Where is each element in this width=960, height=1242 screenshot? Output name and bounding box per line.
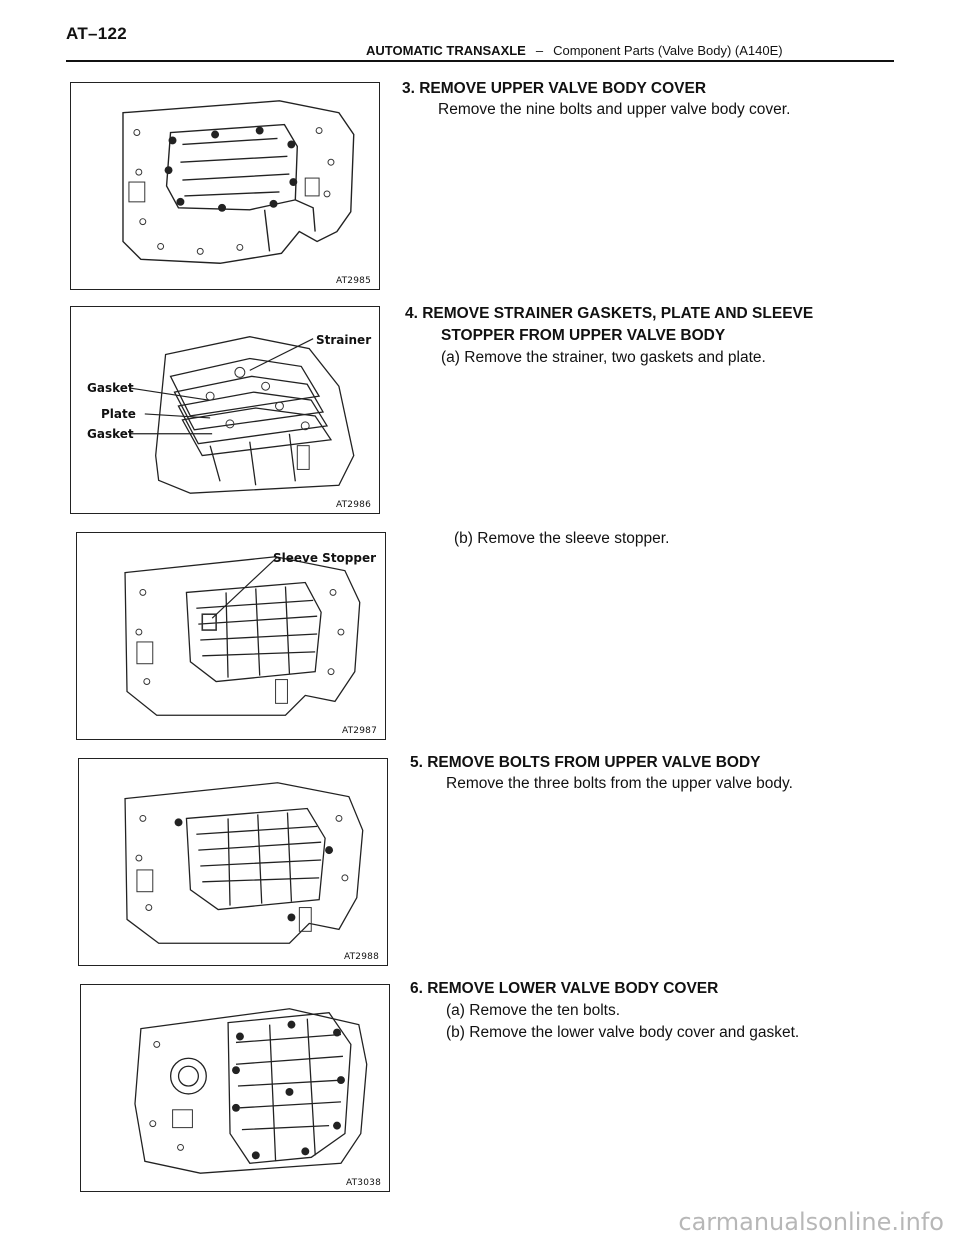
step-3-instruction: Remove the nine bolts and upper valve bo…	[438, 101, 791, 118]
step-4a-instruction: (a) Remove the strainer, two gaskets and…	[441, 349, 766, 366]
callout-strainer: Strainer	[316, 333, 372, 347]
step-4b-instruction: (b) Remove the sleeve stopper.	[454, 530, 670, 547]
callout-plate: Plate	[101, 407, 136, 421]
header-separator: –	[535, 43, 544, 58]
valve-body-bolts-illustration	[124, 782, 364, 944]
valve-body-exploded-illustration	[130, 336, 355, 494]
figure-code: AT2988	[343, 952, 379, 962]
valve-body-illustration-1	[122, 100, 355, 264]
figure-upper-valve-body-cover: AT2985	[70, 82, 380, 290]
watermark: carmanualsonline.info	[678, 1208, 944, 1236]
page-number: AT–122	[66, 24, 128, 43]
callout-gasket-top: Gasket	[87, 381, 134, 395]
figure-strainer-gaskets-plate: Strainer Gasket Plate Gasket AT2986	[70, 306, 380, 514]
figure-upper-valve-body-bolts: AT2988	[78, 758, 388, 966]
header-section: AUTOMATIC TRANSAXLE	[366, 43, 526, 58]
lower-valve-body-illustration	[134, 1008, 368, 1174]
figure-code: AT2987	[341, 726, 377, 736]
running-header: AUTOMATIC TRANSAXLE–Component Parts (Val…	[366, 43, 783, 58]
step-5-heading: 5. REMOVE BOLTS FROM UPPER VALVE BODY	[410, 754, 761, 771]
valve-body-sleeve-illustration	[124, 556, 361, 716]
header-subsection: Component Parts (Valve Body) (A140E)	[553, 43, 783, 58]
callout-gasket-bottom: Gasket	[87, 427, 134, 441]
step-6b-instruction: (b) Remove the lower valve body cover an…	[446, 1024, 800, 1041]
step-6a-instruction: (a) Remove the ten bolts.	[446, 1002, 621, 1019]
step-4-heading-continued: STOPPER FROM UPPER VALVE BODY	[441, 327, 726, 344]
step-3-heading: 3. REMOVE UPPER VALVE BODY COVER	[402, 80, 707, 97]
figure-lower-valve-body-cover: AT3038	[80, 984, 390, 1192]
header-rule	[66, 60, 894, 62]
figure-code: AT2986	[335, 500, 371, 510]
callout-sleeve-stopper: Sleeve Stopper	[273, 551, 377, 565]
step-5-instruction: Remove the three bolts from the upper va…	[446, 775, 793, 792]
step-6-heading: 6. REMOVE LOWER VALVE BODY COVER	[410, 980, 719, 997]
step-4-heading: 4. REMOVE STRAINER GASKETS, PLATE AND SL…	[405, 305, 814, 322]
figure-code: AT2985	[335, 276, 371, 286]
figure-sleeve-stopper: Sleeve Stopper AT2987	[76, 532, 386, 740]
figure-code: AT3038	[345, 1178, 381, 1188]
